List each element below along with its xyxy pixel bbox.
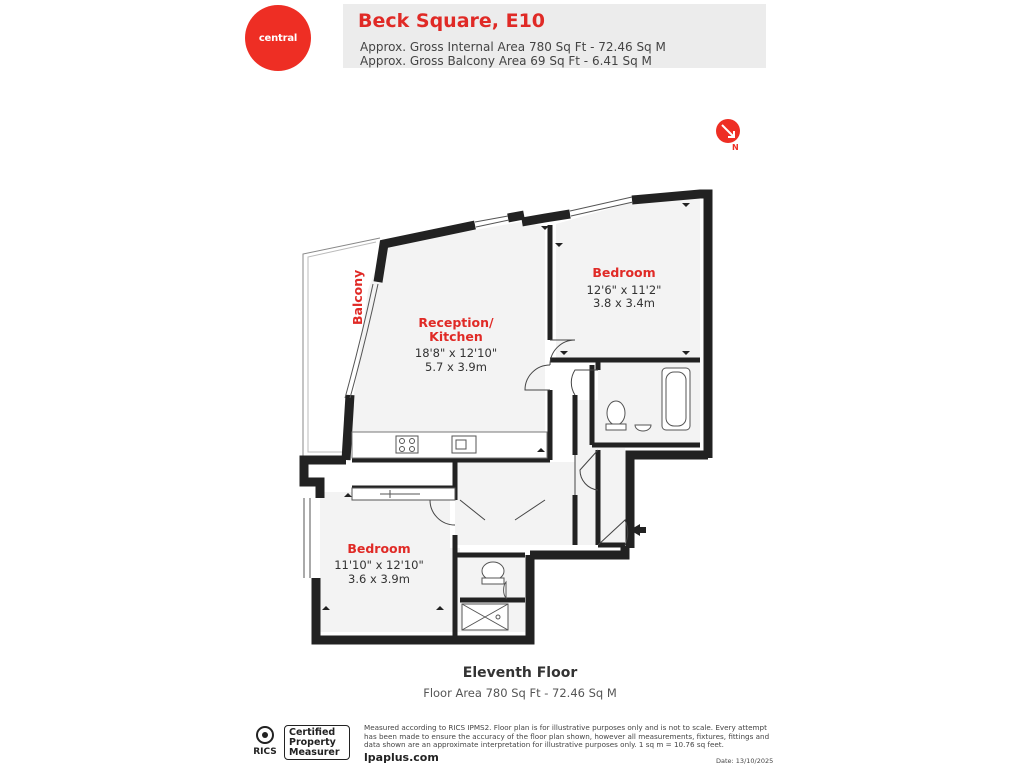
kitchen-counter — [351, 431, 548, 459]
property-header: Beck Square, E10 Approx. Gross Internal … — [343, 4, 766, 68]
cert-line2: Property — [289, 737, 336, 748]
floor-area: Floor Area 780 Sq Ft - 72.46 Sq M — [423, 686, 617, 700]
floor-fill — [320, 195, 700, 632]
bedroom1-metric: 3.8 x 3.4m — [593, 296, 655, 310]
bathroom-fittings — [461, 367, 691, 631]
plan-date: Date: 13/10/2025 — [716, 757, 774, 765]
reception-metric: 5.7 x 3.9m — [425, 360, 487, 374]
wardrobe — [351, 487, 456, 501]
central-logo: central — [245, 5, 311, 71]
reception-label-line2: Kitchen — [429, 329, 483, 344]
cert-line1: Certified — [289, 727, 336, 738]
property-title: Beck Square, E10 — [358, 10, 546, 32]
entrance-arrow-icon — [630, 524, 646, 536]
bedroom2-label: Bedroom — [347, 541, 410, 556]
certified-measurer-badge: Certified Property Measurer — [284, 725, 350, 760]
disclaimer-text: Measured according to RICS IPMS2. Floor … — [364, 723, 770, 750]
dimension-markers — [322, 203, 690, 610]
logo-text: central — [258, 32, 298, 44]
bedroom1-imperial: 12'6" x 11'2" — [587, 283, 662, 297]
rics-logo-icon: RICS — [253, 726, 277, 757]
cert-line3: Measurer — [289, 747, 340, 758]
floor-title: Eleventh Floor — [462, 665, 578, 681]
gross-internal-area: Approx. Gross Internal Area 780 Sq Ft - … — [360, 40, 666, 54]
bedroom1-label: Bedroom — [592, 265, 655, 280]
reception-imperial: 18'8" x 12'10" — [415, 346, 497, 360]
bedroom2-imperial: 11'10" x 12'10" — [334, 558, 424, 572]
exterior-walls — [299, 189, 713, 645]
windows — [303, 196, 634, 578]
gross-balcony-area: Approx. Gross Balcony Area 69 Sq Ft - 6.… — [360, 54, 652, 68]
rics-label: RICS — [253, 747, 277, 757]
compass-icon: N — [716, 119, 740, 152]
bedroom2-metric: 3.6 x 3.9m — [348, 572, 410, 586]
balcony-label: Balcony — [350, 270, 365, 325]
website-link[interactable]: lpaplus.com — [364, 751, 439, 764]
reception-label-line1: Reception/ — [418, 315, 494, 330]
compass-label: N — [732, 143, 739, 152]
doors — [429, 339, 629, 546]
